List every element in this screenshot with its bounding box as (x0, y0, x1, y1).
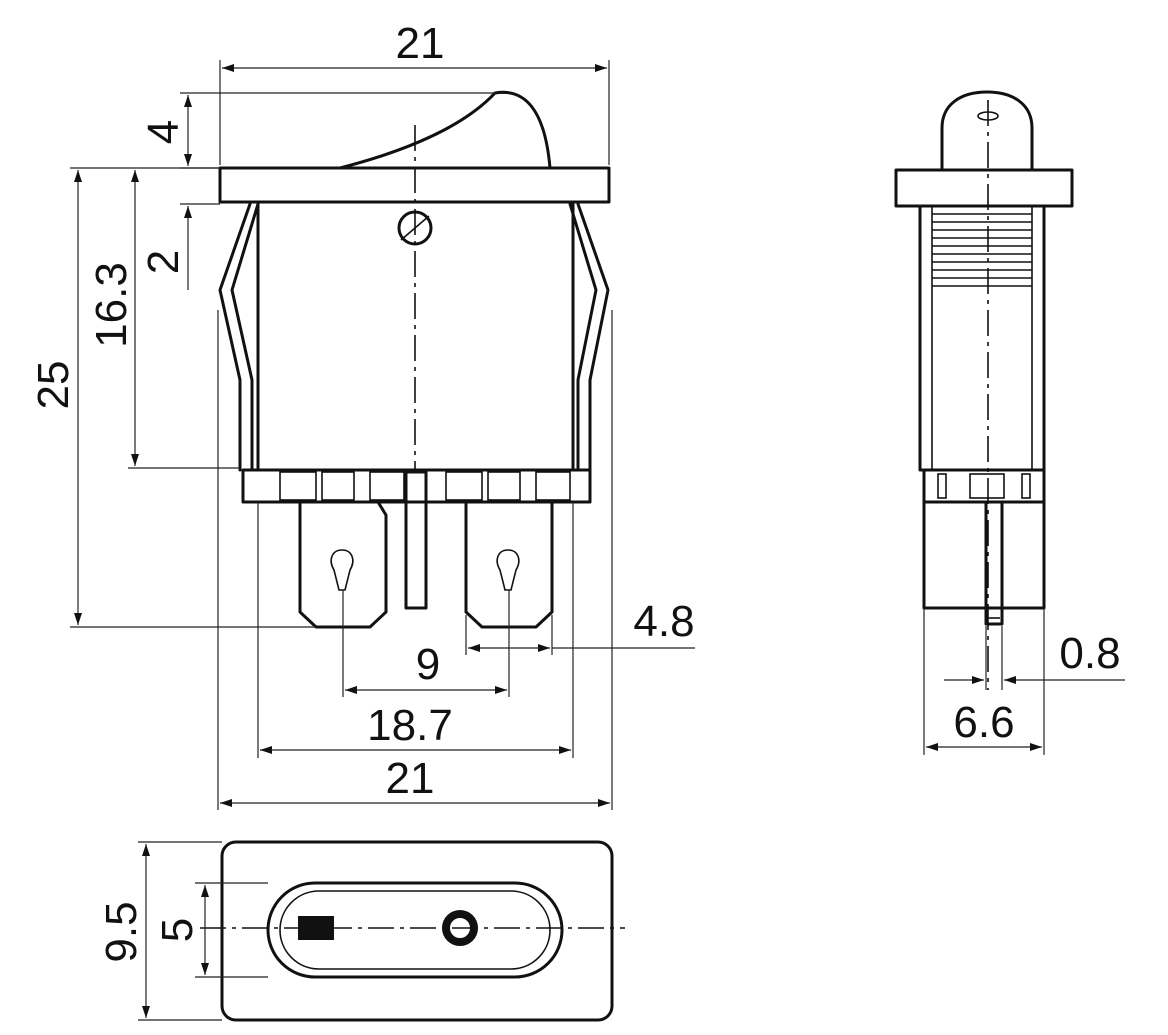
dim-pin-thickness: 0.8 (1059, 629, 1120, 678)
rocker-actuator (338, 90, 552, 170)
dim-body-width: 18.7 (367, 701, 453, 750)
top-view (200, 840, 625, 1022)
dim-bezel-height: 9.5 (97, 901, 146, 962)
side-base-slot (969, 473, 1005, 499)
side-dimensions: 0.8 6.6 (923, 608, 1125, 755)
dim-terminal-width: 4.8 (633, 597, 694, 646)
top-dimensions: 9.5 5 (97, 841, 268, 1021)
dim-width-top: 21 (396, 19, 445, 68)
dim-flange-thickness: 2 (139, 250, 188, 274)
right-snap-spring (568, 202, 610, 472)
dim-width-bottom: 21 (386, 754, 435, 803)
front-base-strip (241, 468, 592, 504)
side-actuator (940, 90, 1034, 172)
base-slot (321, 471, 355, 501)
front-view (218, 90, 611, 629)
dim-rocker-height: 5 (153, 918, 202, 942)
side-pin (984, 500, 1004, 626)
top-rocker-outer (266, 881, 564, 979)
dim-body-thickness: 6.6 (953, 698, 1014, 747)
dim-body-depth: 16.3 (87, 262, 136, 348)
base-slot (487, 471, 521, 501)
dim-terminal-pitch: 9 (416, 640, 440, 689)
base-slot (445, 471, 483, 501)
left-snap-spring (218, 202, 260, 472)
side-flange (894, 168, 1074, 208)
center-pin (404, 470, 428, 610)
dim-actuator-height: 4 (139, 120, 188, 144)
base-slot (279, 471, 317, 501)
side-lower-body (922, 500, 1046, 610)
side-base (922, 468, 1046, 504)
base-slot (535, 471, 571, 501)
base-slot (369, 471, 405, 501)
dim-total-height: 25 (29, 361, 78, 410)
side-grip-ribs (931, 206, 1033, 470)
front-dimensions: 21 4 2 16.3 25 4.8 9 18.7 (29, 19, 695, 810)
side-view (894, 90, 1074, 690)
left-terminal (298, 500, 388, 629)
top-bezel (220, 840, 614, 1022)
top-rocker-inner (279, 890, 551, 970)
